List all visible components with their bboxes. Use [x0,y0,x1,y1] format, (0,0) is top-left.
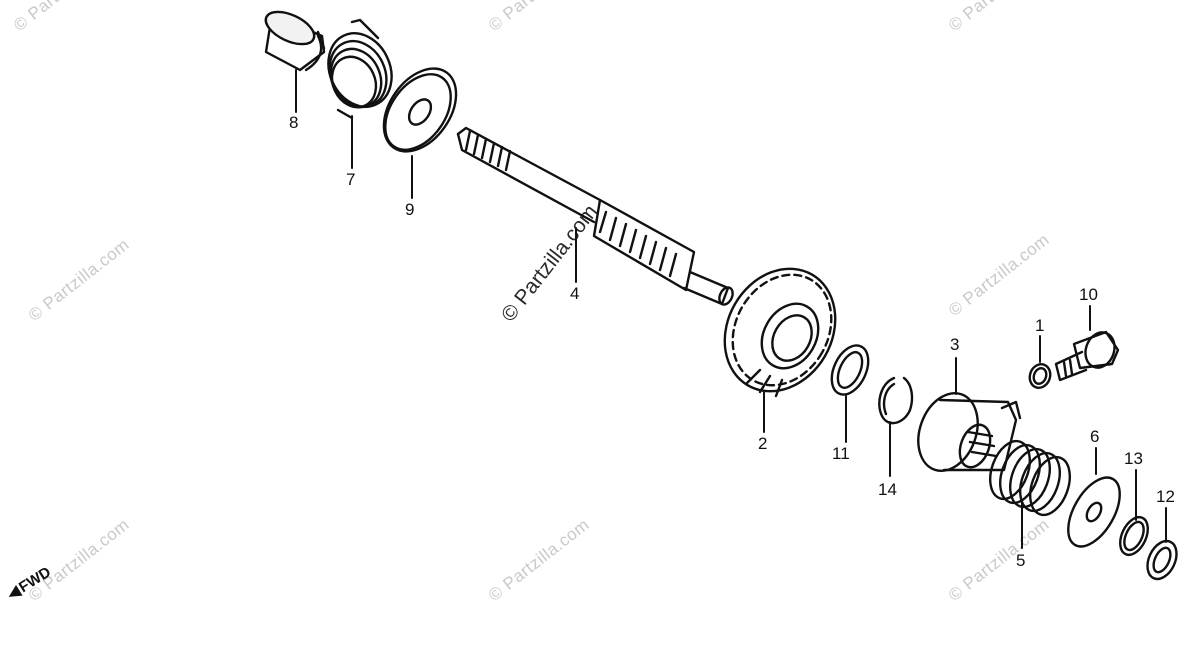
callout-5: 5 [1016,551,1026,570]
callout-7: 7 [346,170,356,189]
callout-14: 14 [878,480,897,499]
callout-12: 12 [1156,487,1175,506]
callout-10: 10 [1079,285,1098,304]
bolt-part [1054,330,1120,382]
coil-spring-part [989,439,1071,517]
oring-part [1028,363,1052,389]
callout-13: 13 [1124,449,1143,468]
collar-part [264,10,326,72]
leader-lines [295,69,1167,549]
ratchet-part [917,392,1022,472]
spring-part [327,18,393,120]
small-circlip-part [1119,515,1149,557]
callout-6: 6 [1090,427,1100,446]
callout-2: 2 [758,434,768,453]
callout-3: 3 [950,335,960,354]
circlip-part [878,376,914,425]
callout-8: 8 [289,113,299,132]
thrust-washer-part [382,67,458,153]
callout-9: 9 [405,200,415,219]
spring-washer-part [1067,476,1121,548]
spindle-part [456,126,734,306]
gear-part [723,267,837,398]
callout-1: 1 [1035,316,1045,335]
callout-4: 4 [570,284,580,303]
callout-11: 11 [832,444,850,463]
small-washer-part [1146,539,1178,581]
washer-part [830,344,870,396]
